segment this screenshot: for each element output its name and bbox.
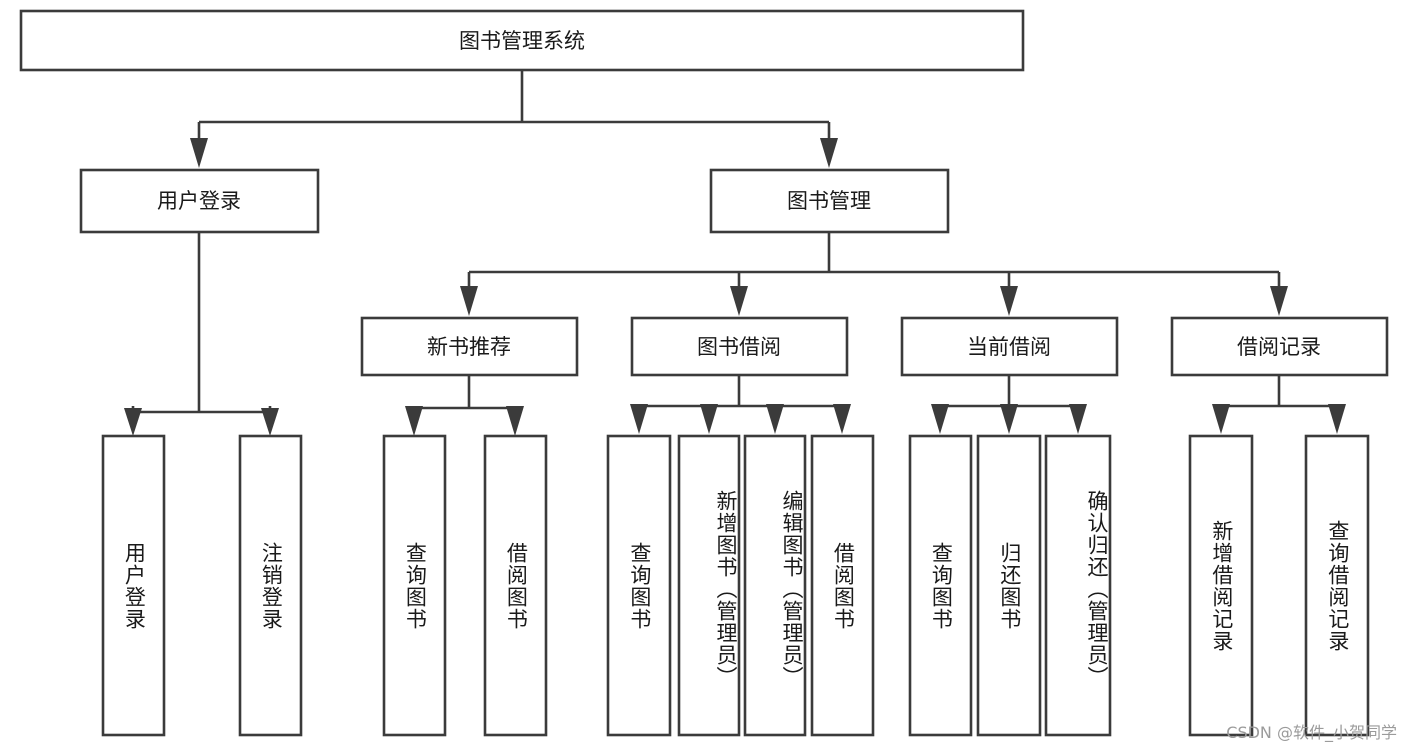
arrow-head-bookborrow-leaf-3 bbox=[766, 404, 784, 434]
arrow-head-new-book bbox=[460, 286, 478, 316]
arrow-head-user-login bbox=[190, 138, 208, 168]
arrow-head-bookborrow-leaf-4 bbox=[833, 404, 851, 434]
node-layer: 图书管理系统 用户登录 图书管理 新书推荐 图书借阅 当前借阅 借阅记录 bbox=[19, 9, 1389, 737]
arrow-head-current-borrow bbox=[1000, 286, 1018, 316]
node-borrow-record-label: 借阅记录 bbox=[1237, 335, 1321, 359]
node-book-manage[interactable] bbox=[709, 168, 950, 234]
arrow-head-leaf-user-login bbox=[124, 408, 142, 436]
node-leaf-record-query[interactable] bbox=[1304, 434, 1370, 737]
node-leaf-current-return-book[interactable] bbox=[976, 434, 1042, 737]
arrow-head-book-manage bbox=[820, 138, 838, 168]
arrow-head-leaf-logout bbox=[261, 408, 279, 436]
node-book-manage-label: 图书管理 bbox=[787, 189, 871, 213]
node-leaf-logout[interactable] bbox=[238, 434, 303, 737]
node-user-login[interactable] bbox=[79, 168, 320, 234]
watermark-text: CSDN @软件_小贺同学 bbox=[1226, 723, 1397, 742]
node-leaf-borrow-add-book[interactable] bbox=[677, 434, 741, 737]
arrow-head-borrowrecord-leaf-2 bbox=[1328, 404, 1346, 434]
node-root[interactable] bbox=[19, 9, 1025, 72]
node-leaf-borrow-edit-book[interactable] bbox=[743, 434, 807, 737]
node-root-label: 图书管理系统 bbox=[459, 29, 585, 53]
node-borrow-record[interactable] bbox=[1170, 316, 1389, 377]
arrow-head-bookborrow-leaf-2 bbox=[700, 404, 718, 434]
arrow-head-newbook-leaf-2 bbox=[506, 406, 524, 436]
node-user-login-label: 用户登录 bbox=[157, 189, 241, 213]
arrow-head-newbook-leaf-1 bbox=[405, 406, 423, 436]
arrow-head-bookborrow-leaf-1 bbox=[630, 404, 648, 434]
arrow-head-book-borrow bbox=[730, 286, 748, 316]
node-leaf-current-confirm-return[interactable] bbox=[1044, 434, 1112, 737]
node-leaf-newbook-query-book[interactable] bbox=[382, 434, 447, 737]
arrow-head-currentborrow-leaf-3 bbox=[1069, 404, 1087, 434]
node-book-borrow[interactable] bbox=[630, 316, 849, 377]
arrow-head-currentborrow-leaf-2 bbox=[1000, 404, 1018, 434]
node-book-borrow-label: 图书借阅 bbox=[697, 335, 781, 359]
node-leaf-current-query-book[interactable] bbox=[908, 434, 973, 737]
connector-layer bbox=[124, 70, 1346, 436]
node-current-borrow[interactable] bbox=[900, 316, 1119, 377]
node-leaf-user-login[interactable] bbox=[101, 434, 166, 737]
node-leaf-borrow-borrow-book[interactable] bbox=[810, 434, 875, 737]
node-new-book-recommend[interactable] bbox=[360, 316, 579, 377]
node-leaf-borrow-query-book[interactable] bbox=[606, 434, 672, 737]
arrow-head-currentborrow-leaf-1 bbox=[931, 404, 949, 434]
arrow-head-borrow-record bbox=[1270, 286, 1288, 316]
node-leaf-record-add[interactable] bbox=[1188, 434, 1254, 737]
node-new-book-recommend-label: 新书推荐 bbox=[427, 335, 511, 359]
node-leaf-newbook-borrow-book[interactable] bbox=[483, 434, 548, 737]
arrow-head-borrowrecord-leaf-1 bbox=[1212, 404, 1230, 434]
node-current-borrow-label: 当前借阅 bbox=[967, 335, 1051, 359]
